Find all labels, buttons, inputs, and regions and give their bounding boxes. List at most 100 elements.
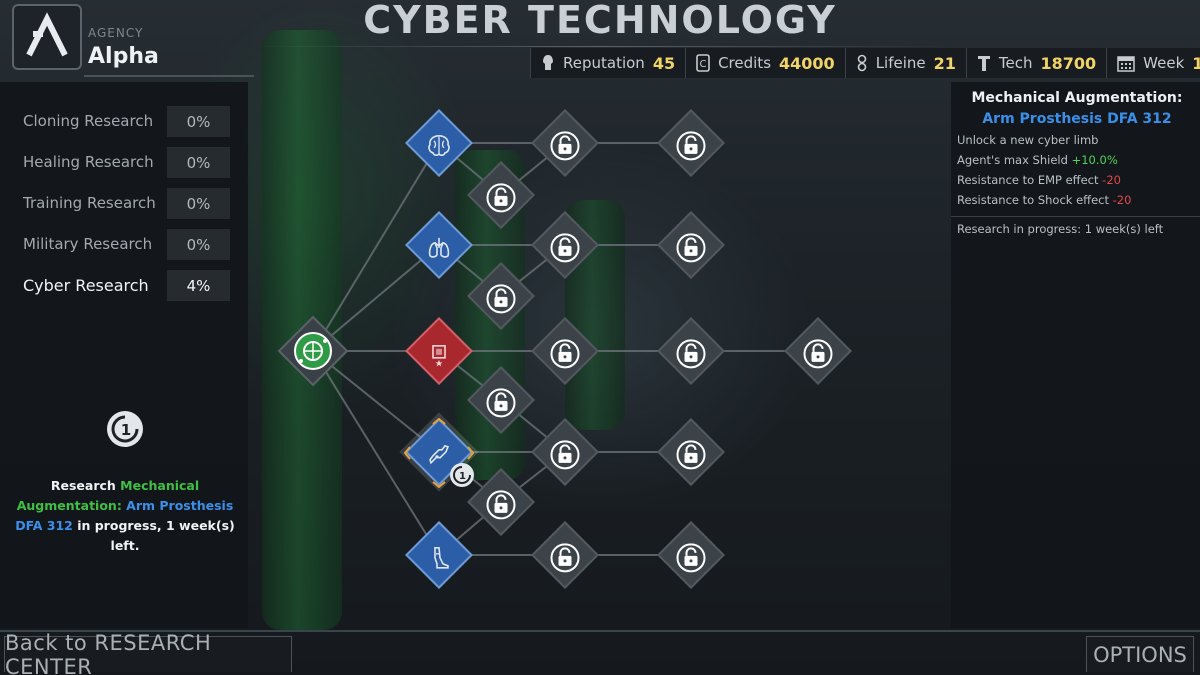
page-title: CYBER TECHNOLOGY: [363, 0, 837, 42]
arm-icon: [429, 444, 450, 465]
stat-value: 18700: [1040, 53, 1097, 73]
padlock-icon: [550, 131, 580, 161]
reputation-icon: [543, 55, 553, 70]
tech-node-arm-prosthesis[interactable]: [405, 418, 473, 486]
tech-effect-value: -20: [1112, 193, 1132, 207]
tech-node-locked[interactable]: [657, 109, 725, 177]
research-category-progress: 0%: [167, 229, 230, 260]
options-button[interactable]: OPTIONS: [1086, 636, 1194, 672]
research-category-label: Healing Research: [23, 153, 154, 171]
tech-node-locked[interactable]: [784, 317, 852, 385]
padlock-icon: [486, 183, 516, 213]
selection-markers: [404, 418, 474, 488]
status-prefix: Research: [50, 478, 116, 493]
tech-node-locked[interactable]: [657, 211, 725, 279]
tech-node-locked[interactable]: [467, 161, 535, 229]
svg-text:1: 1: [459, 471, 466, 482]
padlock-icon: [676, 233, 706, 263]
research-category-healing[interactable]: Healing Research 0%: [0, 147, 248, 179]
divider: [84, 75, 254, 77]
leg-icon: [434, 547, 449, 569]
tech-node-locked[interactable]: [467, 262, 535, 330]
padlock-icon: [676, 543, 706, 573]
research-category-progress: 0%: [167, 188, 230, 219]
credits-icon: C: [696, 54, 710, 72]
stat-tech: Tech 18700: [965, 48, 1106, 78]
svg-text:1: 1: [121, 421, 131, 439]
research-category-military[interactable]: Military Research 0%: [0, 229, 248, 261]
research-category-panel: Cloning Research 0% Healing Research 0% …: [0, 82, 248, 628]
research-category-progress: 4%: [167, 270, 230, 301]
padlock-icon: [676, 440, 706, 470]
tech-node-locked[interactable]: [531, 521, 599, 589]
tech-node-locked[interactable]: [657, 521, 725, 589]
lifeline-icon: [857, 54, 866, 72]
research-category-progress: 0%: [167, 106, 230, 137]
tech-node-locked[interactable]: [531, 109, 599, 177]
stat-lifeline: Lifeine 21: [844, 48, 966, 78]
padlock-icon: [676, 339, 706, 369]
padlock-icon: [803, 339, 833, 369]
padlock-icon: [550, 543, 580, 573]
research-category-label: Cloning Research: [23, 112, 154, 130]
tech-node-chip[interactable]: [405, 317, 473, 385]
stat-value: 21: [933, 53, 956, 73]
research-progress-text: Research in progress: 1 week(s) left: [957, 222, 1164, 236]
globe-network-icon: [294, 332, 332, 370]
tech-node-locked[interactable]: [467, 468, 535, 536]
tech-node-locked[interactable]: [657, 418, 725, 486]
tech-effect-text: Resistance to EMP effect: [957, 173, 1099, 187]
tech-node-locked[interactable]: [531, 418, 599, 486]
stat-value: 44000: [779, 53, 835, 73]
status-suffix: in progress, 1 week(s) left.: [77, 518, 235, 553]
stat-label: Week: [1143, 54, 1185, 72]
stat-credits: C Credits 44000: [685, 48, 845, 78]
agency-logo-icon: [26, 12, 68, 57]
stat-label: Credits: [718, 54, 772, 72]
research-timer-icon: 1: [107, 411, 143, 447]
tree-root-node[interactable]: [277, 315, 349, 387]
status-tech-category: Mechanical Augmentation:: [16, 478, 200, 513]
tech-node-locked[interactable]: [531, 211, 599, 279]
research-category-label: Cyber Research: [23, 276, 149, 295]
tech-detail-title: Mechanical Augmentation: Arm Prosthesis …: [957, 88, 1197, 130]
research-status-message: Research Mechanical Augmentation: Arm Pr…: [10, 476, 240, 556]
chip-icon: [432, 345, 446, 367]
tech-effect-value: +10.0%: [1071, 153, 1118, 167]
research-category-cloning[interactable]: Cloning Research 0%: [0, 106, 248, 138]
tech-effect-line: Resistance to EMP effect -20: [957, 173, 1121, 187]
padlock-icon: [486, 490, 516, 520]
padlock-icon: [550, 233, 580, 263]
stat-week: Week 1: [1106, 48, 1200, 78]
tech-effect-line: Unlock a new cyber limb: [957, 133, 1098, 147]
resource-bar: Reputation 45 C Credits 44000 Lifeine 21…: [530, 48, 1200, 78]
tech-node-locked[interactable]: [657, 317, 725, 385]
research-category-training[interactable]: Training Research 0%: [0, 188, 248, 220]
research-category-cyber[interactable]: Cyber Research 4%: [0, 270, 248, 302]
padlock-icon: [486, 284, 516, 314]
tech-detail-category: Mechanical Augmentation:: [971, 90, 1183, 106]
tech-effect-line: Agent's max Shield +10.0%: [957, 153, 1118, 167]
agency-label: AGENCY: [88, 26, 144, 40]
stat-label: Reputation: [563, 54, 645, 72]
tech-effect-text: Unlock a new cyber limb: [957, 133, 1099, 147]
tech-node-locked[interactable]: [467, 366, 535, 434]
lungs-icon: [428, 237, 450, 258]
tech-effect-line: Resistance to Shock effect -20: [957, 193, 1131, 207]
agency-name: Alpha: [88, 44, 159, 69]
research-category-progress: 0%: [167, 147, 230, 178]
padlock-icon: [550, 440, 580, 470]
research-category-label: Military Research: [23, 235, 153, 253]
calendar-icon: [1117, 56, 1135, 72]
tech-effect-value: -20: [1102, 173, 1121, 187]
tech-node-locked[interactable]: [531, 317, 599, 385]
tech-node-leg-prosthesis[interactable]: [405, 521, 473, 589]
tech-node-brain[interactable]: [405, 109, 473, 177]
stat-value: 1: [1192, 53, 1200, 73]
stat-label: Tech: [998, 54, 1033, 72]
tech-effect-text: Resistance to Shock effect: [957, 193, 1109, 207]
stat-value: 45: [652, 53, 676, 73]
tech-detail-panel: Mechanical Augmentation: Arm Prosthesis …: [951, 82, 1200, 628]
tech-node-lungs[interactable]: [405, 211, 473, 279]
back-to-research-center-button[interactable]: Back to RESEARCH CENTER: [4, 631, 292, 675]
